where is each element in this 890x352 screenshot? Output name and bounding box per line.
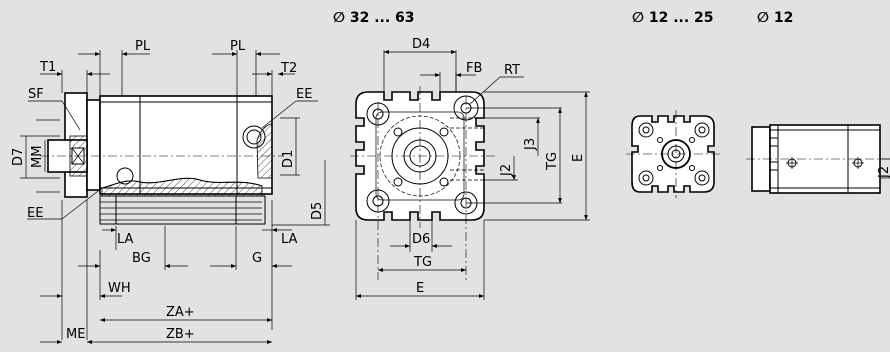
dim-label-wh: WH (108, 281, 131, 296)
dim-label-tg-horizontal: TG (413, 255, 432, 270)
header-size-range-small: ∅ 12 ... 25 (632, 10, 714, 26)
dim-label-j3: J3 (523, 138, 538, 151)
end-cap-left-lip (86, 99, 101, 191)
label-ee-top: EE (296, 87, 312, 102)
dim-label-g: G (252, 251, 262, 266)
dim-label-pl-right: PL (230, 39, 246, 54)
dim-label-la-right: LA (281, 232, 298, 247)
port-circle-bottom (116, 167, 134, 185)
dim-label-t2: T2 (280, 61, 297, 76)
dim-label-zb: ZB+ (166, 327, 195, 342)
label-rt: RT (504, 63, 520, 78)
front-view: D4 FB RT J3 J2 TG E D6 TG (350, 37, 590, 300)
small-front-view (626, 110, 722, 198)
dim-label-tg-vertical: TG (545, 152, 560, 171)
dim-label-e-horizontal: E (416, 281, 424, 296)
dim-label-e-vertical: E (571, 154, 586, 162)
dim-label-d1: D1 (281, 150, 296, 168)
cylinder-barrel (99, 95, 273, 195)
dim-label-d7: D7 (11, 148, 26, 166)
header-size-single: ∅ 12 (757, 10, 793, 26)
side-view: T1 PL PL T2 SF EE D7 MM D1 (11, 39, 330, 344)
label-sf: SF (28, 87, 44, 102)
dim-label-d4: D4 (412, 37, 430, 52)
dim-label-d6: D6 (412, 232, 430, 247)
dim-label-d5: D5 (310, 202, 325, 220)
dim-label-j2: J2 (499, 164, 514, 177)
dim-label-fb: FB (466, 61, 482, 76)
dim-label-la-left: LA (117, 232, 134, 247)
label-ee-bottom: EE (27, 206, 43, 221)
dim-label-bg: BG (132, 251, 151, 266)
dim-label-za: ZA+ (166, 305, 195, 320)
dim-label-mm: MM (30, 146, 45, 168)
dim-label-t1: T1 (39, 60, 56, 75)
port-circle-top (242, 125, 266, 149)
dim-label-pl-left: PL (135, 39, 151, 54)
header-size-range-large: ∅ 32 ... 63 (333, 10, 415, 26)
dim-label-j2-small: J2 (877, 166, 890, 179)
dim-label-me: ME (66, 327, 85, 342)
small-side-view: J2 (746, 124, 890, 194)
